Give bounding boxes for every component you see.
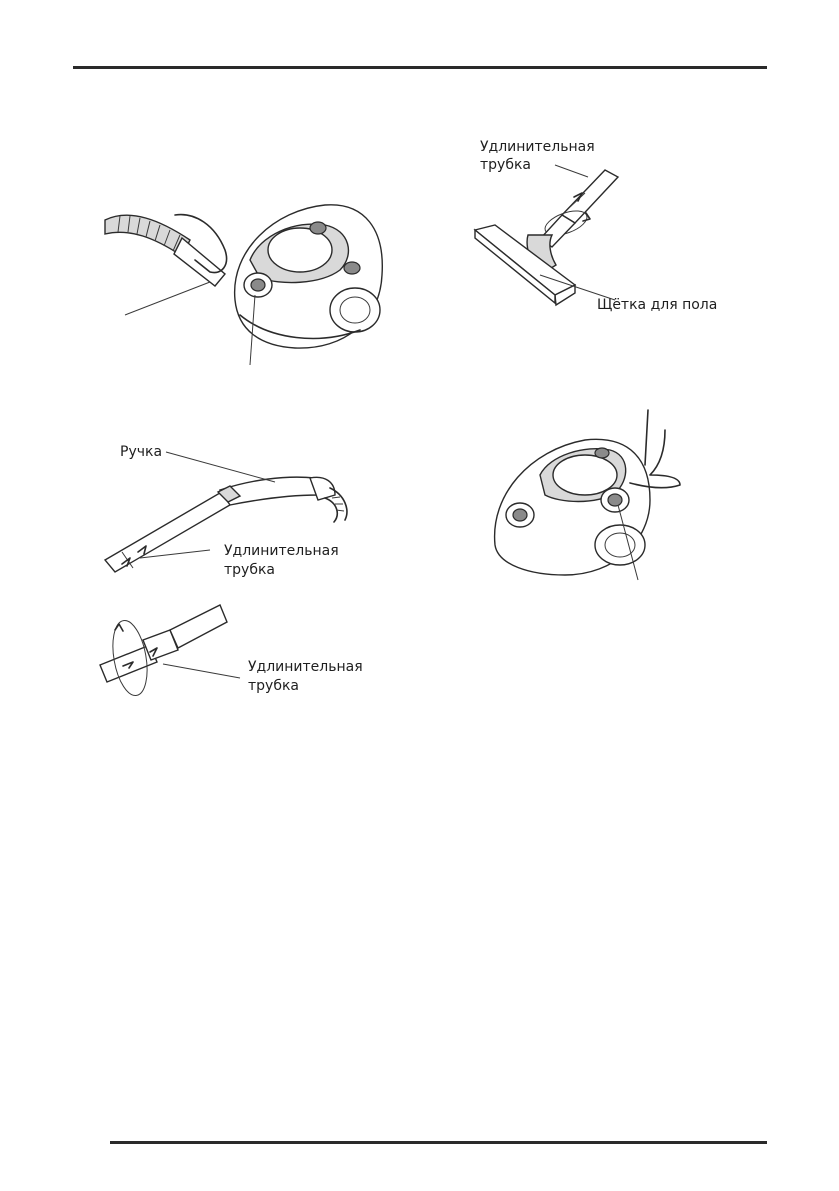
brush-pointer-line <box>539 274 616 301</box>
vacuum-body-illustration <box>493 438 651 576</box>
hand-illustration <box>629 409 681 489</box>
tube-label-line2: трубка <box>480 157 531 173</box>
extension-tube-illustration <box>103 489 237 573</box>
vacuum-control-drawing <box>493 409 681 581</box>
tube-pointer-line <box>162 663 241 679</box>
tube-pointer-line <box>139 549 211 559</box>
control-pointer-line <box>617 504 639 581</box>
floor-brush-drawing <box>473 164 620 307</box>
handle-pointer-line <box>165 451 276 483</box>
tube-label-line2: трубка <box>248 678 299 694</box>
figure-vacuum-control <box>490 405 690 581</box>
rotation-arrow-icon <box>112 619 148 697</box>
floor-brush-illustration <box>473 224 577 307</box>
figure-floor-brush: Удлинительная трубка Щётка для пола <box>470 135 770 325</box>
hose-connection-drawing <box>104 204 383 366</box>
figure-tube-join: Удлинительная трубка <box>95 600 365 705</box>
rotation-arrow-icon <box>544 210 588 236</box>
hand-illustration <box>174 213 228 274</box>
hose-illustration <box>104 214 226 287</box>
tube-label-line1: Удлинительная <box>248 659 363 675</box>
tube-label-line1: Удлинительная <box>224 543 339 559</box>
tube-join-drawing <box>99 604 241 697</box>
figure-hose-connection <box>100 190 400 370</box>
handle-illustration <box>216 476 348 523</box>
extension-tube-illustration <box>560 169 620 224</box>
top-rule <box>73 66 767 69</box>
tube-label-line1: Удлинительная <box>480 139 595 155</box>
tube-pointer-line <box>554 164 589 178</box>
floor-brush-label: Щётка для пола <box>597 297 718 313</box>
vacuum-body-illustration <box>234 204 383 349</box>
handle-tube-drawing <box>103 451 348 573</box>
hose-pointer-line <box>124 281 211 316</box>
handle-label: Ручка <box>120 444 163 460</box>
figure-handle-tube: Ручка Удлинительная трубка <box>100 440 370 590</box>
tube-label-line2: трубка <box>224 562 275 578</box>
inlet-pointer-line <box>249 294 256 366</box>
bottom-rule <box>110 1141 767 1144</box>
